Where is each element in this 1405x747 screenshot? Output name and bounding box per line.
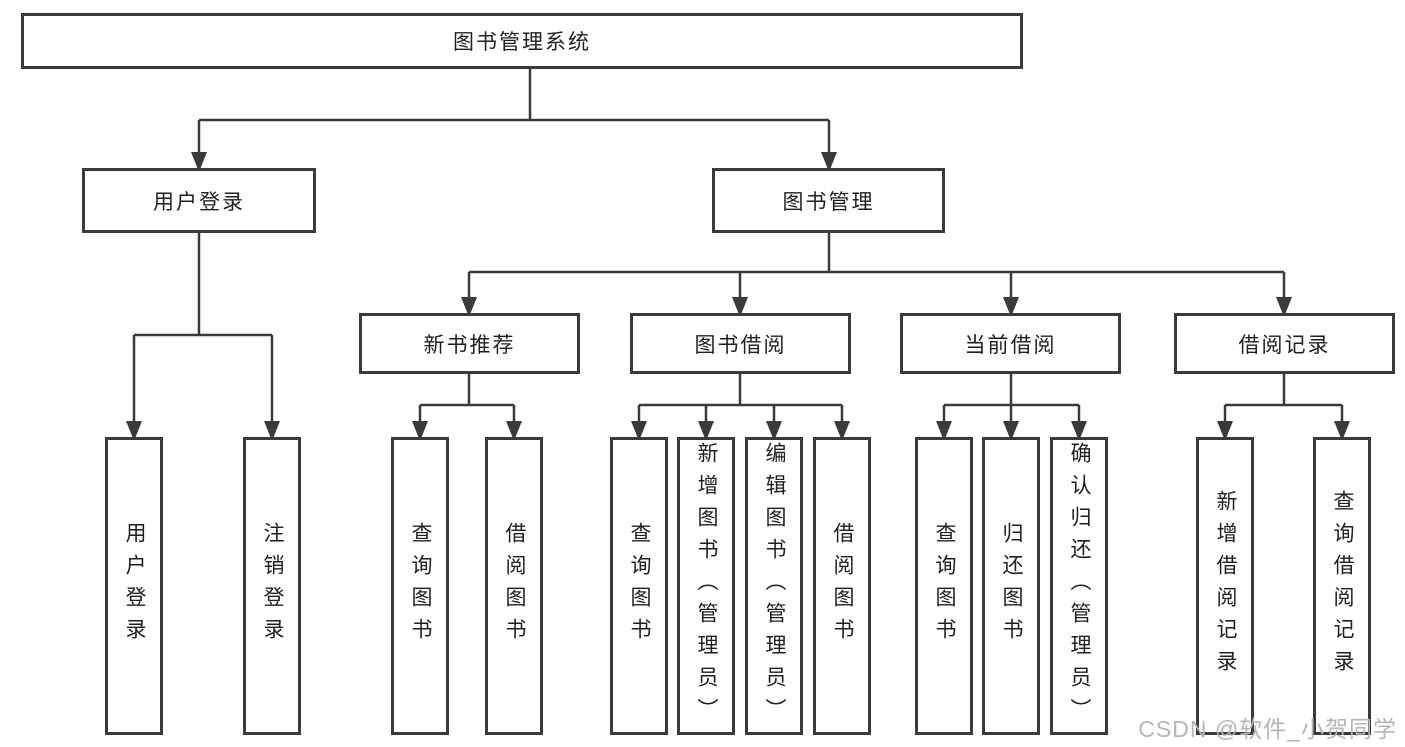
leaf-current-confirm-return-admin-label: 确认归还（管理员）	[1068, 442, 1092, 730]
leaf-current-query-books: 查询图书	[915, 437, 973, 735]
leaf-borrowing-borrow-books: 借阅图书	[813, 437, 871, 735]
leaf-user-login: 用户登录	[105, 437, 163, 735]
leaf-newbook-query-books-label: 查询图书	[409, 522, 433, 650]
leaf-borrowing-query-books-label: 查询图书	[628, 522, 652, 650]
leaf-newbook-borrow-books: 借阅图书	[485, 437, 543, 735]
leaf-records-query-record: 查询借阅记录	[1313, 437, 1371, 735]
node-library-management-system: 图书管理系统	[21, 13, 1023, 69]
leaf-newbook-query-books: 查询图书	[391, 437, 449, 735]
leaf-logout: 注销登录	[243, 437, 301, 735]
leaf-records-add-record: 新增借阅记录	[1196, 437, 1254, 735]
leaf-records-add-record-label: 新增借阅记录	[1214, 490, 1238, 682]
leaf-records-query-record-label: 查询借阅记录	[1331, 490, 1355, 682]
leaf-user-login-label: 用户登录	[123, 522, 147, 650]
leaf-borrowing-add-books-admin-label: 新增图书（管理员）	[695, 442, 719, 730]
node-book-borrowing: 图书借阅	[630, 313, 851, 374]
node-user-login: 用户登录	[82, 168, 316, 233]
leaf-current-query-books-label: 查询图书	[933, 522, 957, 650]
node-current-borrowing: 当前借阅	[900, 313, 1121, 374]
leaf-current-return-books-label: 归还图书	[1000, 522, 1024, 650]
leaf-borrowing-query-books: 查询图书	[610, 437, 668, 735]
leaf-borrowing-add-books-admin: 新增图书（管理员）	[677, 437, 735, 735]
node-borrowing-records: 借阅记录	[1174, 313, 1395, 374]
leaf-logout-label: 注销登录	[261, 522, 285, 650]
node-new-book-recommendation: 新书推荐	[359, 313, 580, 374]
node-book-management: 图书管理	[712, 168, 945, 233]
leaf-newbook-borrow-books-label: 借阅图书	[503, 522, 527, 650]
leaf-current-return-books: 归还图书	[982, 437, 1040, 735]
leaf-borrowing-edit-books-admin-label: 编辑图书（管理员）	[763, 442, 787, 730]
leaf-current-confirm-return-admin: 确认归还（管理员）	[1050, 437, 1108, 735]
watermark: CSDN @软件_小贺同学	[1138, 716, 1397, 742]
leaf-borrowing-edit-books-admin: 编辑图书（管理员）	[745, 437, 803, 735]
leaf-borrowing-borrow-books-label: 借阅图书	[831, 522, 855, 650]
